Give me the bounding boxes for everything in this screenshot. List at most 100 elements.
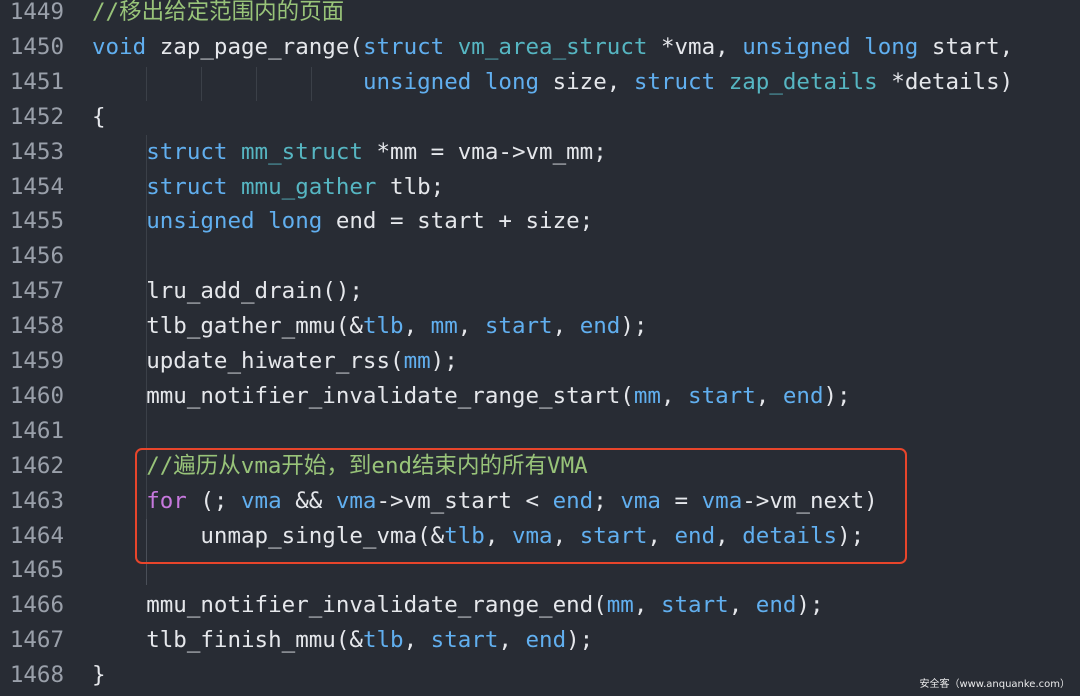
line-number: 1450 (9, 33, 64, 60)
code-token: //遍历从vma开始，到end结束内的所有VMA (146, 452, 588, 479)
code-token: details (742, 522, 838, 549)
code-token: vm_area_struct (457, 33, 661, 60)
code-text: } (92, 658, 106, 693)
line-number: 1463 (9, 487, 64, 514)
code-token: start (688, 382, 756, 409)
code-token: ; (593, 138, 607, 165)
line-number: 1451 (9, 68, 64, 95)
code-token: unsigned long (362, 68, 553, 95)
code-token (92, 313, 146, 339)
code-token: ; (593, 487, 621, 514)
code-token (92, 208, 146, 234)
code-token: * (376, 138, 391, 165)
code-token: tlb_gather_mmu(& (146, 313, 363, 340)
code-token: , (403, 627, 431, 654)
code-token: , (606, 68, 634, 95)
code-token: vma (335, 487, 377, 514)
line-number: 1449 (9, 0, 64, 25)
indent-guide (146, 519, 147, 585)
code-token (92, 383, 146, 409)
code-token: start (579, 522, 648, 549)
indent-guide (146, 67, 147, 101)
code-token: mm (430, 313, 458, 340)
code-token: tlb (444, 522, 485, 549)
code-token: } (92, 662, 106, 689)
line-number: 1468 (9, 662, 64, 689)
line-number: 1461 (9, 417, 64, 444)
line-number: 1464 (9, 522, 64, 549)
code-token: , (755, 382, 783, 409)
indent-guide (201, 67, 202, 101)
code-token: start (660, 592, 729, 619)
code-token: start (430, 627, 499, 654)
line-number: 1467 (9, 627, 64, 654)
code-token: tlb (362, 627, 404, 654)
code-token: (; (200, 487, 242, 514)
line-number: 1457 (9, 278, 64, 305)
code-token: ); (566, 627, 594, 654)
code-token: ) (999, 68, 1014, 95)
code-text: { (92, 100, 106, 135)
code-token: end = start + size; (335, 208, 594, 235)
code-token: , (403, 313, 431, 340)
code-token: end (525, 627, 567, 654)
code-token: , (498, 627, 526, 654)
code-token: mm (403, 348, 431, 374)
code-token (92, 627, 146, 653)
code-token: mmu_gather (241, 173, 391, 200)
code-token (92, 139, 146, 165)
code-token: end (674, 522, 716, 549)
code-token: ); (823, 382, 851, 409)
code-token: , (715, 33, 743, 60)
code-token: , (457, 313, 485, 340)
code-token: mm_struct (241, 138, 377, 165)
code-token: struct (362, 33, 458, 60)
code-token: struct (146, 138, 242, 165)
code-token: vma (511, 522, 553, 549)
code-token: end (782, 382, 824, 409)
code-token: ->vm_next) (742, 487, 878, 514)
code-token: zap_details (728, 68, 892, 95)
line-number: 1462 (9, 452, 64, 479)
code-token: , (728, 592, 756, 619)
line-number: 1452 (9, 103, 64, 130)
code-token: start (484, 313, 553, 340)
code-text: update_hiwater_rss(mm); (92, 344, 458, 379)
code-token: struct (633, 68, 729, 95)
code-token: && (281, 487, 336, 514)
code-text: unsigned long size, struct zap_details *… (92, 65, 1013, 100)
code-token: -> (498, 138, 526, 165)
code-text: tlb_gather_mmu(&tlb, mm, start, end); (92, 309, 647, 344)
line-number: 1453 (9, 138, 64, 165)
code-token (92, 348, 146, 374)
line-number: 1460 (9, 382, 64, 409)
code-token: tlb_finish_mmu(& (146, 627, 363, 654)
indent-guide (146, 135, 147, 585)
code-token: ( (349, 33, 363, 60)
code-text: for (; vma && vma->vm_start < end; vma =… (92, 484, 878, 519)
indent-guide (311, 67, 312, 101)
code-token: tlb (362, 313, 404, 340)
code-token: unsigned long (742, 33, 932, 60)
code-token: ; (430, 173, 445, 200)
code-token: , (999, 33, 1014, 60)
code-text: struct mmu_gather tlb; (92, 170, 444, 205)
code-token: ); (796, 592, 824, 619)
code-token: , (552, 522, 580, 549)
line-number: 1458 (9, 313, 64, 340)
code-token: tlb (390, 173, 431, 200)
code-token: vm_mm (525, 138, 594, 165)
indent-guide (256, 67, 257, 101)
code-token: mmu_notifier_invalidate_range_start( (146, 382, 634, 409)
code-token: details (904, 68, 1000, 95)
code-text: tlb_finish_mmu(&tlb, start, end); (92, 623, 593, 658)
code-token: lru_add_drain(); (146, 278, 363, 305)
code-token: end (579, 313, 621, 340)
code-token: ); (620, 313, 648, 340)
highlight-box (135, 448, 907, 564)
code-token: for (146, 487, 201, 514)
code-token: , (715, 522, 743, 549)
line-number: 1459 (9, 348, 64, 374)
code-text: struct mm_struct *mm = vma->vm_mm; (92, 135, 607, 170)
